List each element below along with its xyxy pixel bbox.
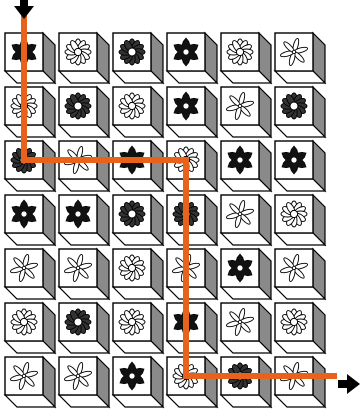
flower-cube-thin-star[interactable]	[59, 249, 109, 299]
flower-cube-dark-burst[interactable]	[167, 87, 217, 137]
tile-grid	[5, 33, 325, 407]
flower-cube-daisy[interactable]	[221, 33, 271, 83]
flower-cube-thin-star[interactable]	[275, 249, 325, 299]
right-arrow-icon	[338, 374, 360, 394]
flower-cube-thin-star[interactable]	[275, 357, 325, 407]
flower-cube-dark-burst[interactable]	[221, 249, 271, 299]
flower-cube-daisy[interactable]	[167, 141, 217, 191]
down-arrow-icon	[14, 0, 34, 19]
flower-cube-dark-burst[interactable]	[5, 33, 55, 83]
flower-cube-thin-star[interactable]	[221, 195, 271, 245]
flower-cube-dark-burst[interactable]	[167, 33, 217, 83]
flower-cube-dark-burst[interactable]	[167, 303, 217, 353]
flower-cube-thin-star[interactable]	[221, 87, 271, 137]
flower-cube-dark-ring[interactable]	[275, 87, 325, 137]
flower-cube-thin-star[interactable]	[59, 357, 109, 407]
flower-cube-daisy[interactable]	[113, 87, 163, 137]
flower-cube-daisy[interactable]	[5, 303, 55, 353]
flower-cube-daisy[interactable]	[5, 87, 55, 137]
flower-cube-dark-ring[interactable]	[167, 195, 217, 245]
flower-cube-dark-burst[interactable]	[275, 141, 325, 191]
flower-cube-thin-star[interactable]	[5, 249, 55, 299]
flower-cube-dark-burst[interactable]	[221, 141, 271, 191]
flower-cube-dark-ring[interactable]	[59, 87, 109, 137]
flower-cube-dark-ring[interactable]	[59, 303, 109, 353]
flower-cube-thin-star[interactable]	[221, 303, 271, 353]
flower-cube-daisy[interactable]	[275, 303, 325, 353]
flower-cube-daisy[interactable]	[113, 249, 163, 299]
flower-cube-dark-ring[interactable]	[5, 141, 55, 191]
flower-cube-daisy[interactable]	[113, 303, 163, 353]
flower-cube-dark-burst[interactable]	[113, 141, 163, 191]
flower-cube-thin-star[interactable]	[59, 141, 109, 191]
flower-cube-dark-burst[interactable]	[5, 195, 55, 245]
flower-cube-daisy[interactable]	[275, 195, 325, 245]
flower-cube-thin-star[interactable]	[5, 357, 55, 407]
flower-cube-dark-ring[interactable]	[113, 195, 163, 245]
flower-cube-dark-burst[interactable]	[59, 195, 109, 245]
flower-cube-dark-ring[interactable]	[221, 357, 271, 407]
flower-cube-thin-star[interactable]	[275, 33, 325, 83]
flower-cube-daisy[interactable]	[59, 33, 109, 83]
flower-cube-daisy[interactable]	[167, 357, 217, 407]
flower-cube-dark-ring[interactable]	[113, 33, 163, 83]
flower-cube-dark-burst[interactable]	[113, 357, 163, 407]
flower-cube-thin-star[interactable]	[167, 249, 217, 299]
